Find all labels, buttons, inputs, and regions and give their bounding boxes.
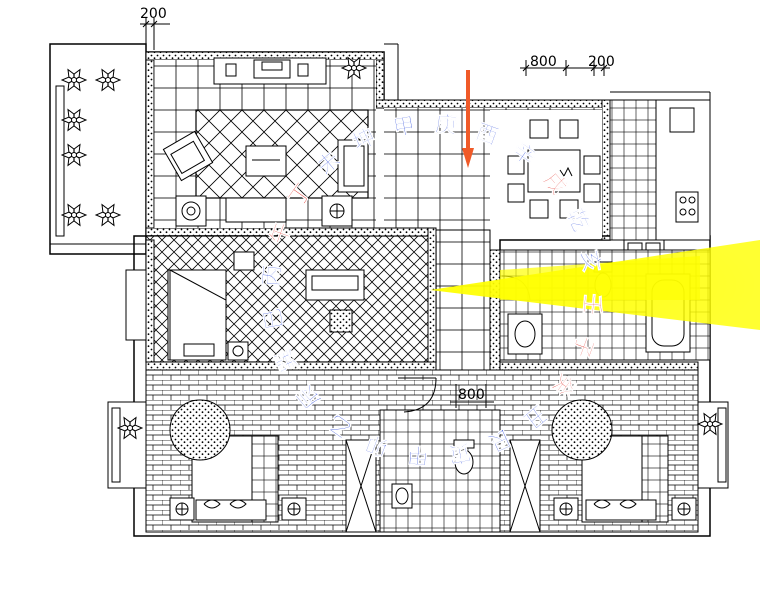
- stove-icon: [675, 191, 699, 223]
- ring-character: 巳: [260, 306, 288, 332]
- potted-plant-icon: [94, 203, 122, 227]
- potted-plant-icon: [60, 68, 88, 92]
- ring-character: 甲: [406, 441, 430, 468]
- ring-character: 寅: [447, 438, 473, 467]
- dim-label-top-right-a: 800: [530, 54, 557, 70]
- ring-character: 丙: [259, 264, 286, 288]
- lamp-icon: [175, 195, 207, 227]
- dim-label-top-left: 200: [140, 6, 167, 22]
- dimension-top-right: 800 200: [520, 54, 615, 76]
- left-balcony: [49, 43, 147, 255]
- study-room: [145, 227, 437, 363]
- ring-character: 亥: [575, 248, 604, 274]
- ring-character: 甲: [391, 113, 417, 141]
- kitchen: [609, 99, 711, 259]
- potted-plant-icon: [696, 412, 724, 436]
- bed-icon: [581, 435, 669, 523]
- dim-label-corridor: 800: [458, 387, 485, 403]
- bed-icon: [191, 435, 279, 523]
- potted-plant-icon: [60, 203, 88, 227]
- dimension-top-left: 200: [140, 6, 170, 50]
- door-swing-icon: [398, 377, 437, 413]
- plants-layer: [60, 56, 724, 440]
- armchair-icon: [162, 130, 214, 182]
- potted-plant-icon: [94, 68, 122, 92]
- potted-plant-icon: [116, 416, 144, 440]
- lamp-icon: [321, 195, 353, 227]
- toilet-icon: [453, 439, 475, 475]
- ring-character: 庚: [434, 111, 458, 139]
- potted-plant-icon: [60, 108, 88, 132]
- potted-plant-icon: [60, 143, 88, 167]
- living-room: [154, 57, 376, 228]
- ring-character: 壬: [578, 292, 605, 316]
- sink-icon: [391, 483, 413, 509]
- potted-plant-icon: [340, 56, 368, 80]
- dimension-corridor: 800: [450, 384, 494, 408]
- north-arrow-icon: [462, 70, 474, 168]
- sink-icon: [507, 313, 543, 355]
- lower-bedrooms: [107, 269, 729, 533]
- sofa-icon: [337, 139, 369, 193]
- dim-label-top-right-b: 200: [588, 54, 615, 70]
